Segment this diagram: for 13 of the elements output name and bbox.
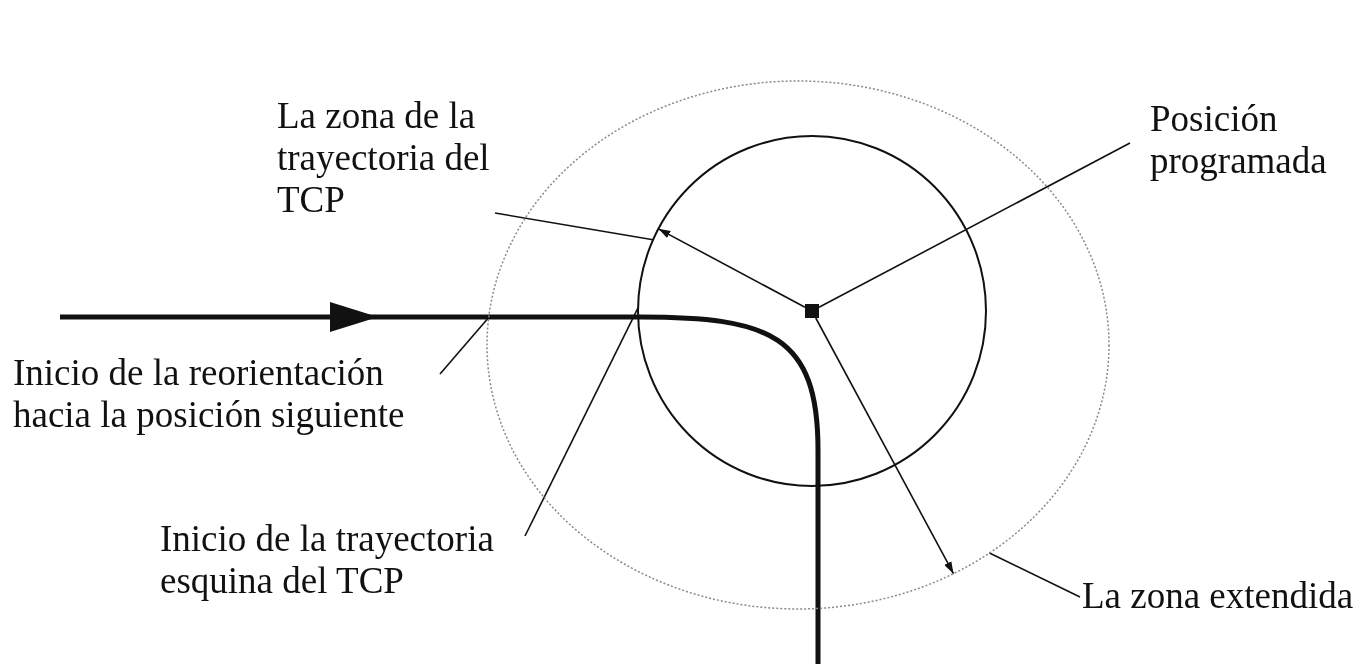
leader-line [818, 142, 1131, 309]
programmed-position-mark [805, 304, 819, 318]
leader-line [988, 552, 1081, 598]
leader-line [439, 316, 490, 375]
radius-arrow [814, 317, 955, 575]
callout-label: La zona extendida [1082, 575, 1354, 617]
callout-label: Posición programada [1150, 98, 1363, 182]
radius-arrow [657, 228, 806, 309]
leader-line [494, 212, 654, 241]
callout-label: La zona de la trayectoria del TCP [277, 95, 492, 221]
callout-label: Inicio de la reorientación hacia la posición siguiente [13, 352, 413, 436]
leader-line [524, 307, 639, 537]
callout-label: Inicio de la trayectoria esquina del TCP [160, 518, 520, 602]
